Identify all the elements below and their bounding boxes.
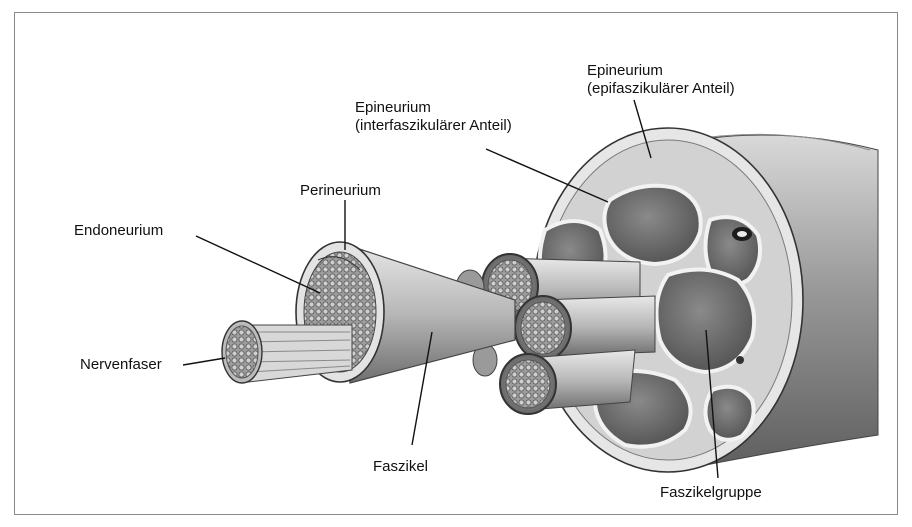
label-perineurium: Perineurium bbox=[300, 182, 381, 200]
label-faszikelgruppe: Faszikelgruppe bbox=[660, 484, 762, 502]
label-epineurium-epi-line2: (epifaszikulärer Anteil) bbox=[587, 80, 735, 98]
label-faszikel: Faszikel bbox=[373, 458, 428, 476]
label-epineurium-inter-line2: (interfaszikulärer Anteil) bbox=[355, 117, 512, 135]
label-endoneurium: Endoneurium bbox=[74, 222, 163, 240]
label-nervenfaser: Nervenfaser bbox=[80, 356, 162, 374]
label-epineurium-interfascicular: Epineurium (interfaszikulärer Anteil) bbox=[355, 99, 512, 135]
label-epineurium-inter-line1: Epineurium bbox=[355, 99, 512, 117]
label-epineurium-epifascicular: Epineurium (epifaszikulärer Anteil) bbox=[587, 62, 735, 98]
label-epineurium-epi-line1: Epineurium bbox=[587, 62, 735, 80]
